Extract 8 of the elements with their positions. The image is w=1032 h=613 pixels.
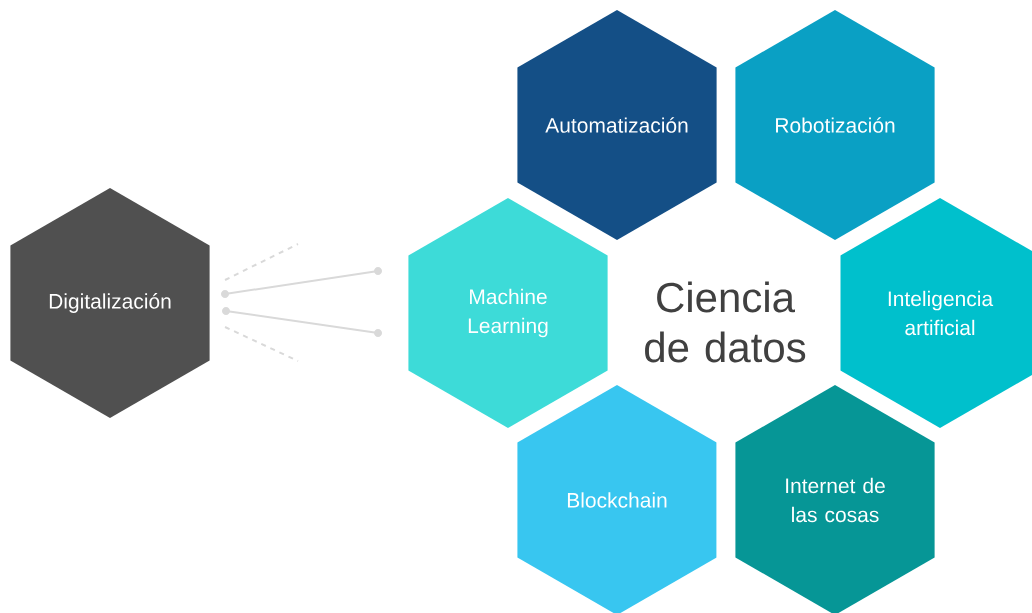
hexagon: Internet de las cosas — [735, 385, 935, 613]
hexagon: Blockchain — [517, 385, 717, 613]
hexagon: Machine Learning — [408, 198, 608, 428]
hexagon: Inteligencia artificial — [840, 198, 1032, 428]
hexagon: Digitalización — [10, 188, 210, 418]
hexagon: Automatización — [517, 10, 717, 240]
center-text: Ciencia de datos — [645, 281, 806, 363]
hexagon: Robotización — [735, 10, 935, 240]
